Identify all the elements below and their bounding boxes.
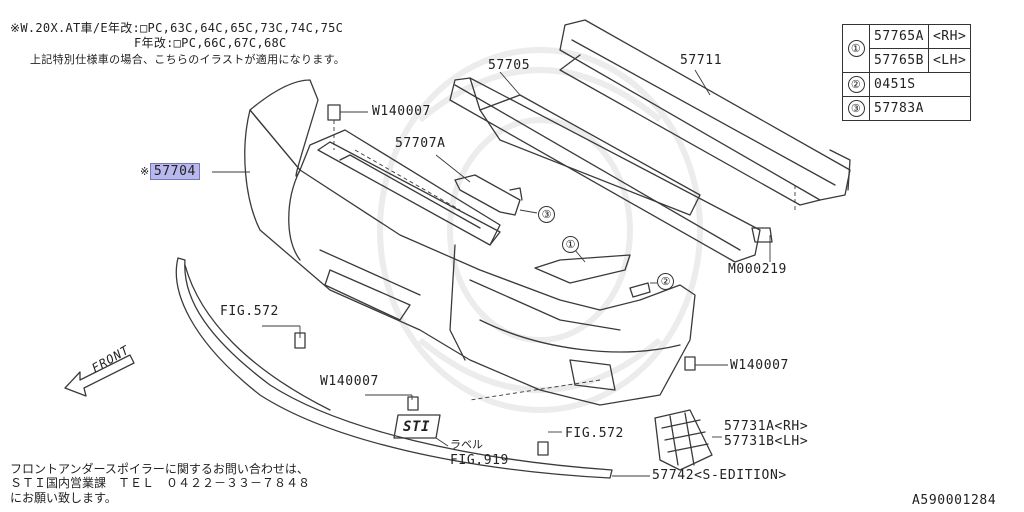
part-label-fig-bottom[interactable]: FIG.572 xyxy=(565,426,624,441)
grille-frame xyxy=(449,77,761,263)
part-number-57704[interactable]: 57704 xyxy=(149,163,200,180)
legend-row[interactable]: ② 0451S xyxy=(842,72,972,97)
legend-row[interactable]: 57765B <LH> xyxy=(843,48,972,73)
legend-num-cell: ② xyxy=(842,72,870,97)
lip-spoiler xyxy=(175,257,613,479)
sti-badge-text: STI xyxy=(403,419,431,435)
callout-2[interactable]: ② xyxy=(657,273,674,290)
legend-part-cell[interactable]: 0451S xyxy=(868,72,972,97)
part-label-lip-spoiler[interactable]: 57742<S-EDITION> xyxy=(652,468,787,483)
legend-num-cell: ① xyxy=(842,24,870,73)
part-label-mesh-lh[interactable]: 57731B<LH> xyxy=(724,434,809,449)
legend-part-cell[interactable]: 57765B xyxy=(869,48,929,73)
part-label-bracket[interactable]: 57707A xyxy=(395,136,446,151)
part-label-sti-label: ラベル xyxy=(450,438,483,451)
part-label-fig-left[interactable]: FIG.572 xyxy=(220,304,279,319)
clip-fasteners xyxy=(294,104,773,456)
upper-mounting-plate xyxy=(317,141,501,246)
part-label-clip-top[interactable]: W140007 xyxy=(372,104,431,119)
part-label-sti-fig[interactable]: FIG.919 xyxy=(450,453,509,468)
front-reinforcement-beam xyxy=(559,19,851,206)
legend-callout-3: ③ xyxy=(847,100,865,117)
leader-lines xyxy=(212,69,796,477)
legend-callout-1: ① xyxy=(847,40,865,57)
legend-side-cell: <LH> xyxy=(927,48,972,73)
front-arrow xyxy=(64,354,135,397)
variant-note-line3: 上記特別仕様車の場合、こちらのイラストが適用になります。 xyxy=(30,53,346,66)
part-label-clip-right[interactable]: W140007 xyxy=(730,358,789,373)
legend-table: ① 57765A <RH> 57765B <LH> ② 0451S ③ 5778… xyxy=(842,24,972,121)
variant-note-line2: F年改:□PC,66C,67C,68C xyxy=(134,36,287,50)
legend-row[interactable]: ③ 57783A xyxy=(842,96,972,121)
grille-mesh-insert xyxy=(654,409,713,471)
contact-line3: にお願い致します。 xyxy=(10,491,117,505)
part-label-bolt[interactable]: M000219 xyxy=(728,262,787,277)
front-bumper-face xyxy=(244,79,696,406)
legend-part-cell[interactable]: 57765A xyxy=(869,24,929,49)
asterisk-mark: ※ xyxy=(140,165,150,178)
part-label-clip-lower[interactable]: W140007 xyxy=(320,374,379,389)
variant-note-line1: ※W.20X.AT車/E年改:□PC,63C,64C,65C,73C,74C,7… xyxy=(10,21,344,35)
part-label-mesh-rh[interactable]: 57731A<RH> xyxy=(724,419,809,434)
legend-num-cell: ③ xyxy=(842,96,870,121)
legend-side-cell: <RH> xyxy=(927,24,972,49)
side-bracket xyxy=(534,254,631,284)
diagram-code: A590001284 xyxy=(912,493,997,508)
bracket-57707a xyxy=(454,174,523,216)
callout-3[interactable]: ③ xyxy=(538,206,555,223)
contact-line1: フロントアンダースポイラーに関するお問い合わせは、 xyxy=(10,462,309,476)
legend-row[interactable]: ① 57765A <RH> xyxy=(842,24,972,73)
legend-callout-2: ② xyxy=(847,76,865,93)
part-label-bumper-face[interactable]: ※57704 xyxy=(140,163,200,180)
contact-line2: ＳＴＩ国内営業課 ＴＥＬ ０４２２－３３－７８４８ xyxy=(10,476,311,490)
part-label-reinforcement[interactable]: 57711 xyxy=(680,53,723,68)
legend-part-cell[interactable]: 57783A xyxy=(868,96,972,121)
part-label-grille-frame[interactable]: 57705 xyxy=(488,58,531,73)
callout-1[interactable]: ① xyxy=(562,236,579,253)
